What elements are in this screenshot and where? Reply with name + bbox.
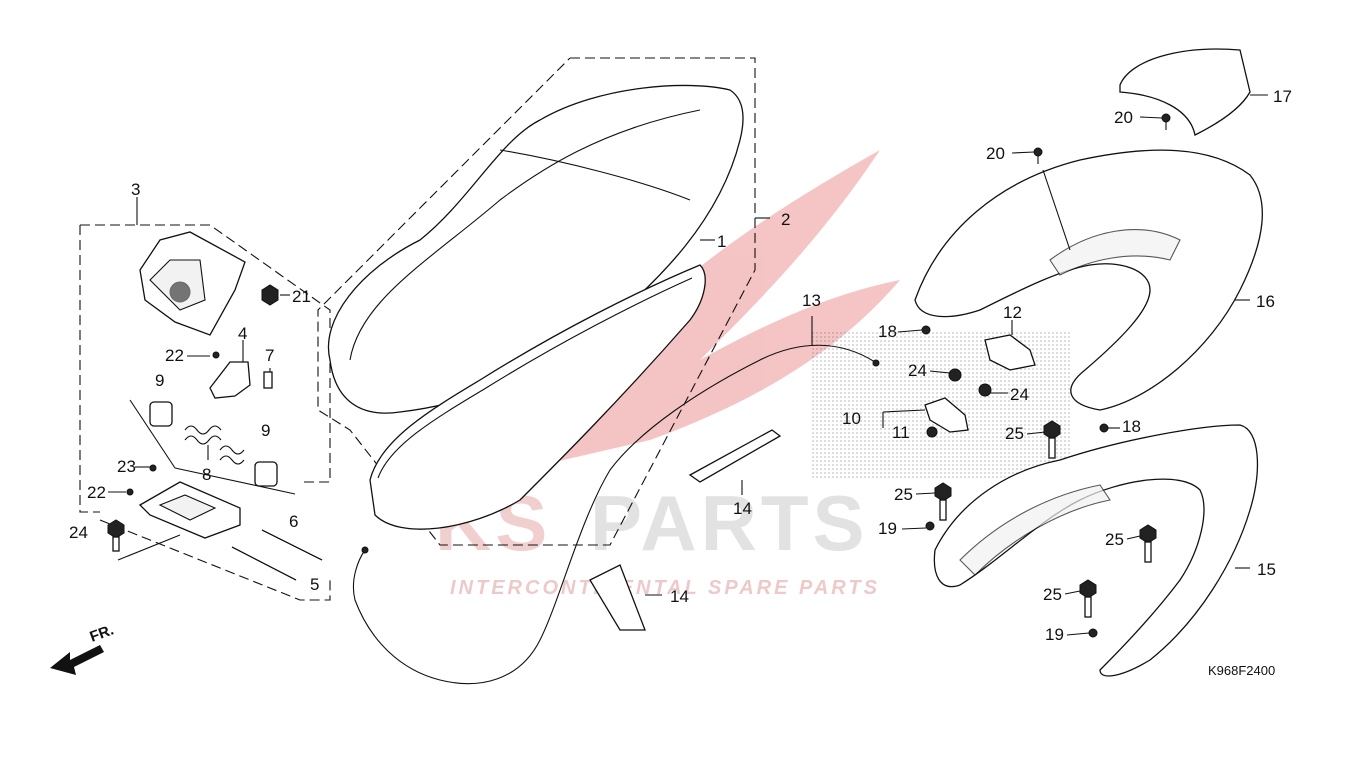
arrow-icon [50, 645, 104, 675]
front-direction-arrow: FR. [50, 622, 116, 675]
group-3-bracket-right [80, 224, 331, 483]
callout-14-lower: 14 [670, 587, 689, 606]
callout-24-latch-left: 24 [908, 361, 927, 380]
callout-10: 10 [842, 409, 861, 428]
seat-lock-cable-13 [352, 316, 880, 685]
callout-13: 13 [802, 291, 821, 310]
hinge-assembly-group [79, 197, 331, 601]
spring-11 [926, 426, 938, 438]
clip-18-right [1099, 423, 1109, 433]
callout-25-c: 25 [1105, 530, 1124, 549]
callout-21: 21 [292, 287, 311, 306]
washer-22-bottom [126, 488, 134, 496]
callout-24-latch-right: 24 [1010, 385, 1029, 404]
rear-covers [914, 48, 1268, 411]
clip-18-left [921, 325, 931, 335]
latch-10 [924, 397, 969, 433]
seat-seal-1 [369, 264, 706, 530]
callout-24-left: 24 [69, 523, 88, 542]
collar-9-right [254, 461, 278, 487]
seat-group [317, 57, 770, 546]
callout-20-lower: 20 [986, 144, 1005, 163]
nut-21 [261, 284, 279, 306]
callout-leaders [108, 116, 1163, 636]
callout-5: 5 [310, 575, 319, 594]
callout-1: 1 [717, 232, 726, 251]
bracket-4 [209, 361, 251, 399]
bolt-24-left [107, 519, 125, 552]
bolt-25-b [934, 482, 952, 521]
callout-11: 11 [892, 423, 910, 442]
callout-18-left: 18 [878, 322, 897, 341]
group-3-bracket-bottom [99, 519, 331, 601]
watermark-tagline: INTERCONTINENTAL SPARE PARTS [450, 577, 880, 599]
callout-19-lower: 19 [1045, 625, 1064, 644]
screw-20-lower [1033, 147, 1043, 164]
callout-8: 8 [202, 465, 211, 484]
diagram-reference-code: K968F2400 [1208, 663, 1275, 678]
callout-2: 2 [781, 210, 790, 229]
washer-23 [149, 464, 157, 472]
watermark-brand-parts: PARTS [590, 479, 869, 567]
callout-12: 12 [1003, 303, 1022, 322]
callout-23: 23 [117, 457, 136, 476]
callout-15: 15 [1257, 560, 1276, 579]
direction-label: FR. [88, 622, 117, 646]
screw-19-b [1088, 628, 1098, 638]
grab-rail-group [925, 420, 1258, 677]
washer-22-top [212, 351, 220, 359]
callout-19-upper: 19 [878, 519, 897, 538]
seat-dashed-box [317, 57, 756, 546]
callout-7: 7 [265, 346, 274, 365]
bolt-24-latch-left [948, 368, 962, 382]
callout-3: 3 [131, 180, 140, 199]
screw-20-upper [1161, 113, 1171, 130]
callout-4: 4 [238, 324, 247, 343]
bolt-24-latch-right [978, 383, 992, 397]
callout-17: 17 [1273, 87, 1292, 106]
callout-9-right: 9 [261, 421, 270, 440]
callout-22-upper: 22 [165, 346, 184, 365]
bolt-25-d [1079, 579, 1097, 618]
group-3-bracket-left [79, 225, 100, 513]
callout-14-upper: 14 [733, 499, 752, 518]
callout-16: 16 [1256, 292, 1275, 311]
callout-22-lower: 22 [87, 483, 106, 502]
latch-parts [882, 320, 1036, 438]
callout-20-upper: 20 [1114, 108, 1133, 127]
bolt-25-c [1139, 524, 1157, 563]
collar-9-left [149, 401, 173, 427]
callout-18-right: 18 [1122, 417, 1141, 436]
spring-8 [184, 425, 245, 465]
screw-19-a [925, 521, 935, 531]
rubber-pads-14 [589, 429, 782, 631]
callout-6: 6 [289, 512, 298, 531]
rubber-pad-upper [688, 429, 782, 483]
callout-labels: 1 2 3 4 5 6 7 8 9 9 10 11 12 13 14 14 15… [69, 87, 1292, 644]
callout-25-d: 25 [1043, 585, 1062, 604]
rubber-pad-lower [589, 564, 646, 631]
bolt-25-a [1043, 420, 1061, 459]
rear-cover-17 [1119, 48, 1251, 136]
pin-7 [263, 371, 273, 389]
callout-25-a: 25 [1005, 424, 1024, 443]
callout-9-left: 9 [155, 371, 164, 390]
bracket-12 [984, 334, 1036, 371]
callout-25-b: 25 [894, 485, 913, 504]
